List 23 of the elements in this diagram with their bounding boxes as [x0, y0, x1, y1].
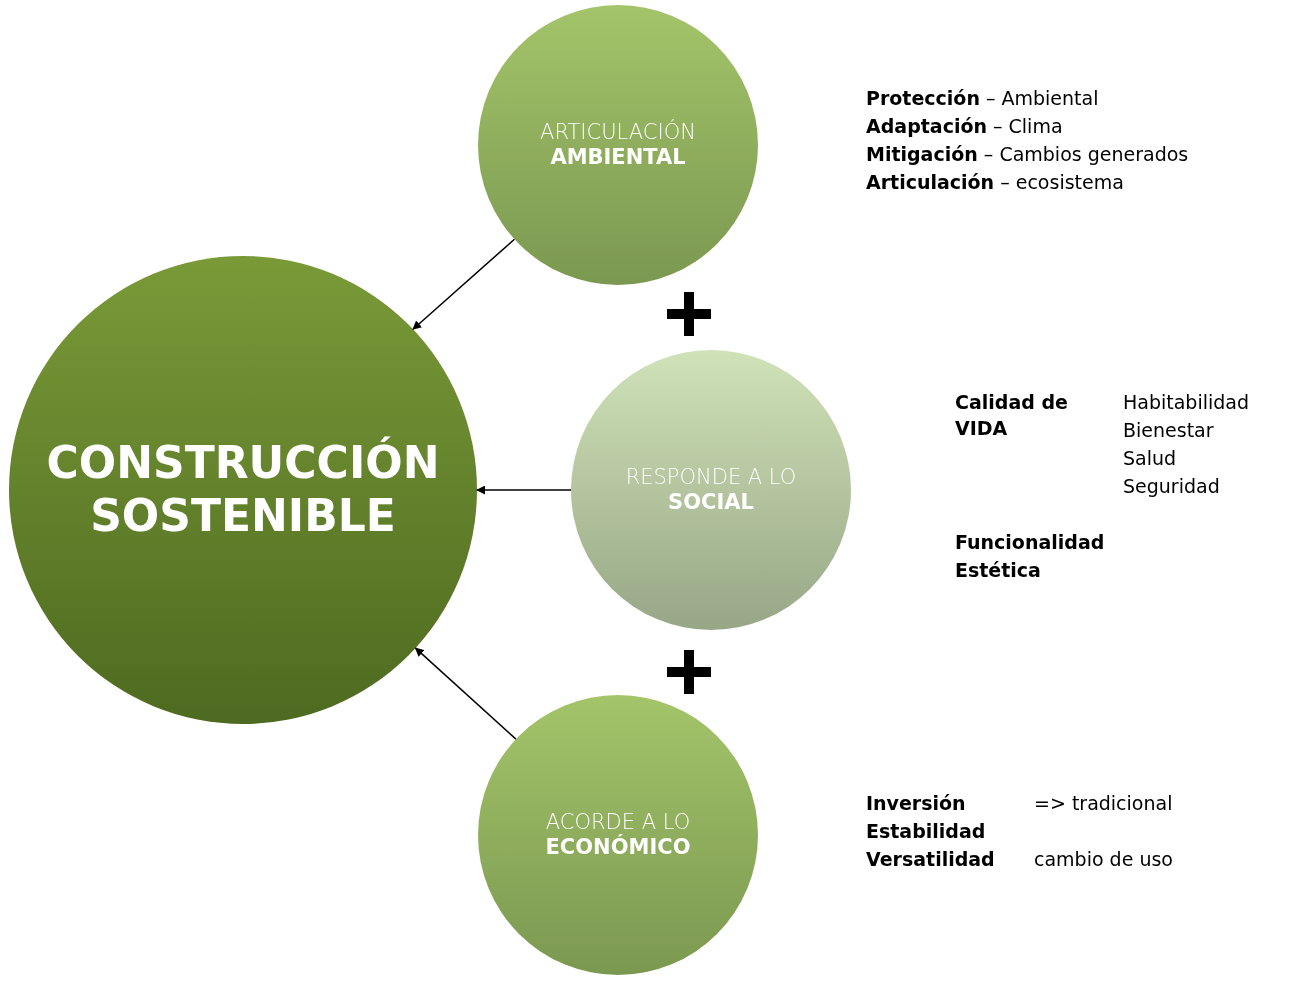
text-label: Protección – Ambiental — [866, 86, 1099, 111]
text-label: Calidad de VIDA — [955, 390, 1069, 441]
arrow — [414, 647, 517, 740]
text-label: Articulación – ecosistema — [866, 170, 1124, 195]
text-label: Funcionalidad — [955, 530, 1105, 555]
text-label: Versatilidad — [866, 847, 995, 872]
text-label: Mitigación – Cambios generados — [866, 142, 1189, 167]
text-label: cambio de uso — [1034, 847, 1173, 872]
text-label: Estética — [955, 558, 1041, 583]
node-title: ARTICULACIÓN AMBIENTAL — [540, 119, 696, 171]
text-label: Salud — [1123, 446, 1177, 471]
node-title: CONSTRUCCIÓN SOSTENIBLE — [45, 437, 441, 543]
arrow — [476, 485, 572, 495]
text-label: => tradicional — [1034, 791, 1173, 816]
node-title: RESPONDE A LO SOCIAL — [625, 464, 797, 516]
text-label: Adaptación – Clima — [866, 114, 1063, 139]
text-label: Seguridad — [1123, 474, 1220, 499]
node-title: ACORDE A LO ECONÓMICO — [545, 809, 691, 861]
text-label: Inversión — [866, 791, 966, 816]
text-label: Bienestar — [1123, 418, 1214, 443]
text-label: Estabilidad — [866, 819, 986, 844]
arrow — [412, 238, 516, 330]
text-label: Habitabilidad — [1123, 390, 1250, 415]
